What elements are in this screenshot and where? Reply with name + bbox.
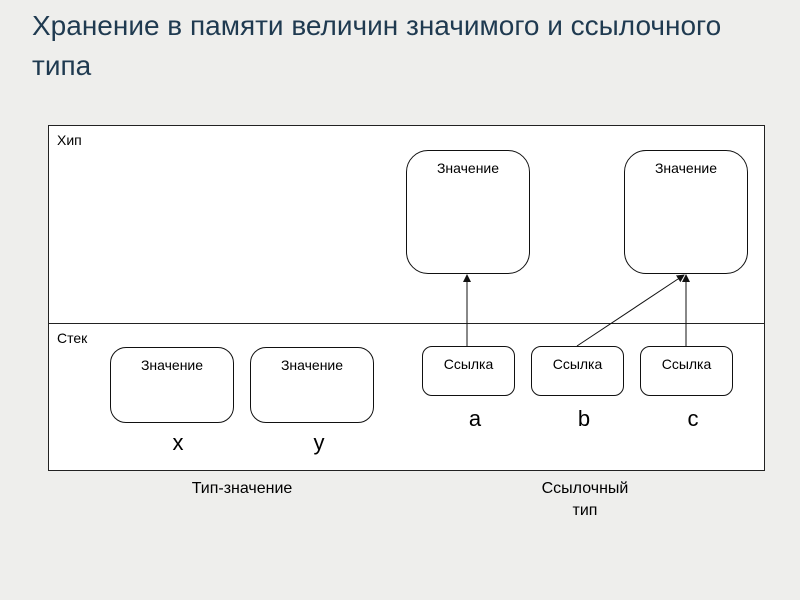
heap-value-box-2: Значение bbox=[624, 150, 748, 274]
value-type-caption: Тип-значение bbox=[191, 480, 293, 497]
stack-value-box-x: Значение bbox=[110, 347, 234, 423]
stack-value-label: Значение bbox=[140, 357, 204, 373]
var-name-y: y bbox=[313, 430, 325, 455]
heap-label: Хип bbox=[57, 132, 82, 148]
var-name-a: a bbox=[468, 406, 482, 431]
var-name-x: x bbox=[172, 430, 184, 455]
stack-ref-label: Ссылка bbox=[443, 356, 494, 372]
ref-type-caption-line1: Ссылочный bbox=[541, 480, 629, 497]
stack-value-label: Значение bbox=[280, 357, 344, 373]
stack-ref-label: Ссылка bbox=[552, 356, 603, 372]
slide-title: Хранение в памяти величин значимого и сс… bbox=[32, 10, 722, 81]
stack-label: Стек bbox=[57, 330, 88, 346]
heap-value-label: Значение bbox=[654, 160, 718, 176]
var-name-c: c bbox=[687, 406, 699, 431]
ref-type-caption-line2: тип bbox=[572, 502, 598, 519]
heap-value-box-1: Значение bbox=[406, 150, 530, 274]
stack-ref-box-a: Ссылка bbox=[422, 346, 515, 396]
ref-type-caption: Ссылочный тип bbox=[505, 478, 665, 522]
stack-value-box-y: Значение bbox=[250, 347, 374, 423]
var-name-b: b bbox=[577, 406, 591, 431]
stack-ref-box-b: Ссылка bbox=[531, 346, 624, 396]
stack-ref-box-c: Ссылка bbox=[640, 346, 733, 396]
heap-value-label: Значение bbox=[436, 160, 500, 176]
stack-ref-label: Ссылка bbox=[661, 356, 712, 372]
